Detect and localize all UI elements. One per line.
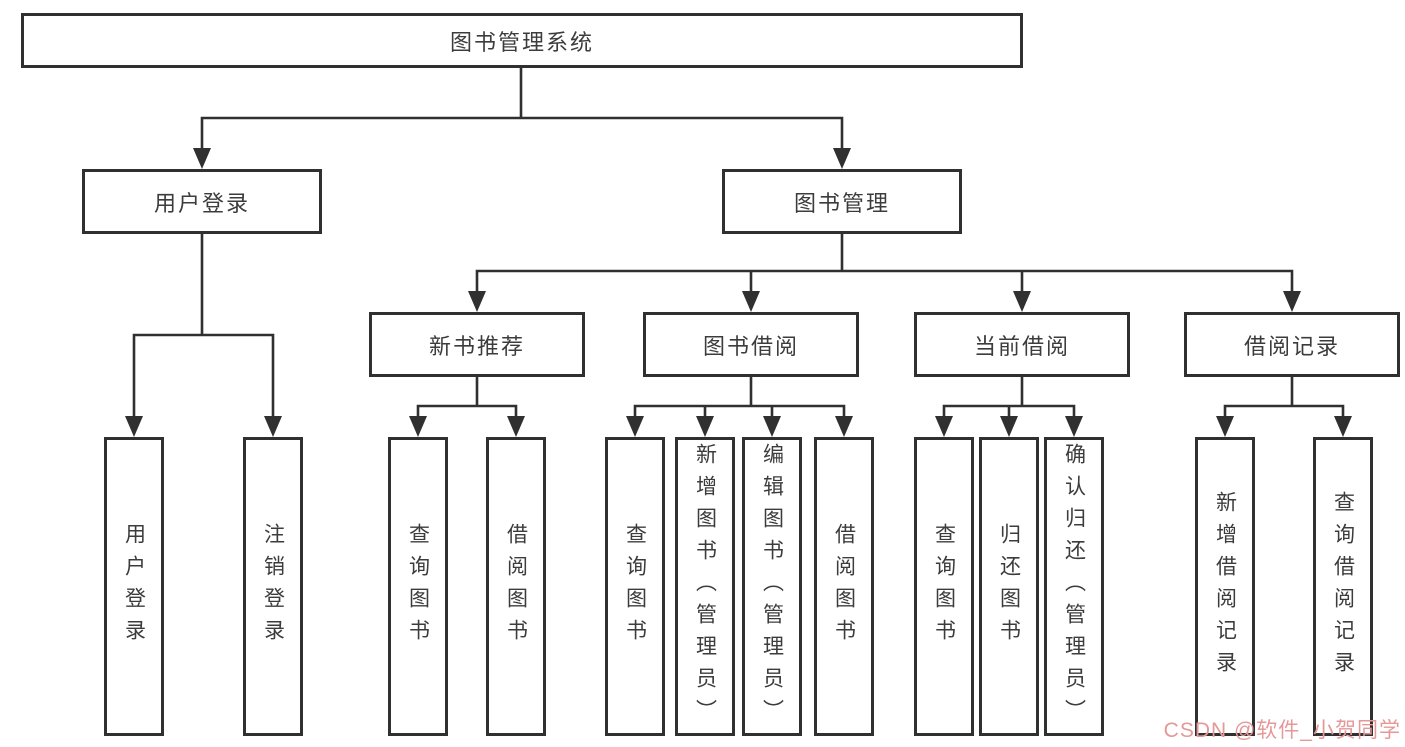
node-label: 用户登录	[153, 190, 250, 216]
leaf-confirm-return-admin: 确认归还（管理员）	[1044, 437, 1104, 736]
leaf-edit-book-admin: 编辑图书（管理员）	[742, 437, 802, 736]
node-borrowing-records: 借阅记录	[1184, 312, 1400, 377]
leaf-add-borrow-record: 新增借阅记录	[1195, 437, 1255, 736]
node-library-management-system: 图书管理系统	[21, 13, 1023, 68]
node-label: 新书推荐	[428, 333, 525, 359]
connector-paths	[132, 66, 1345, 419]
leaf-add-book-admin: 新增图书（管理员）	[675, 437, 735, 736]
leaf-user-login: 用户登录	[104, 437, 164, 736]
leaf-borrow-books-recommend: 借阅图书	[486, 437, 546, 736]
node-label: 新增借阅记录	[1213, 490, 1237, 683]
leaf-query-borrow-record: 查询借阅记录	[1313, 437, 1373, 736]
node-label: 图书借阅	[702, 333, 799, 359]
leaf-query-books-current: 查询图书	[914, 437, 974, 736]
leaf-query-books-borrow: 查询图书	[605, 437, 665, 736]
leaf-logout: 注销登录	[243, 437, 303, 736]
node-label: 确认归还（管理员）	[1062, 442, 1086, 731]
node-user-login: 用户登录	[82, 169, 322, 234]
watermark: CSDN @软件_小贺同学	[1163, 719, 1401, 742]
leaf-return-book: 归还图书	[979, 437, 1039, 736]
node-label: 借阅图书	[504, 522, 528, 651]
node-label: 查询图书	[623, 522, 647, 651]
node-label: 当前借阅	[973, 333, 1070, 359]
node-label: 归还图书	[997, 522, 1021, 651]
node-book-management: 图书管理	[722, 169, 962, 234]
node-label: 用户登录	[122, 522, 146, 651]
node-current-borrowing: 当前借阅	[914, 312, 1130, 377]
node-label: 注销登录	[261, 522, 285, 651]
node-label: 图书管理系统	[449, 29, 594, 55]
leaf-borrow-books: 借阅图书	[814, 437, 874, 736]
node-new-book-recommendation: 新书推荐	[369, 312, 585, 377]
node-label: 借阅记录	[1243, 333, 1340, 359]
leaf-query-books-recommend: 查询图书	[388, 437, 448, 736]
node-label: 借阅图书	[832, 522, 856, 651]
arrowheads	[125, 148, 1352, 437]
node-label: 查询图书	[932, 522, 956, 651]
node-label: 新增图书（管理员）	[693, 442, 717, 731]
node-label: 编辑图书（管理员）	[760, 442, 784, 731]
node-label: 查询借阅记录	[1331, 490, 1355, 683]
node-book-borrowing: 图书借阅	[643, 312, 859, 377]
node-label: 查询图书	[406, 522, 430, 651]
node-label: 图书管理	[793, 190, 890, 216]
